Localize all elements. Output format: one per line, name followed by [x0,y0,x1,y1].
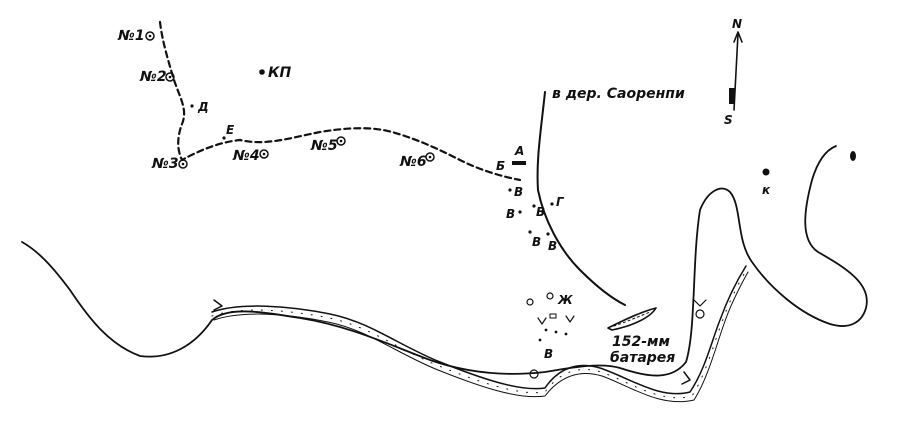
marker-v-dot [532,204,536,208]
marker-k-dot [762,168,770,176]
marker-v-label: В [548,239,557,253]
cluster-marker [526,298,534,306]
cluster-marker [546,292,554,300]
marker-k-label: к [762,183,771,197]
command-post-marker [259,69,265,75]
arrow-east [681,371,691,385]
cluster-symbol [537,317,547,325]
compass-body [729,88,735,104]
marker-v-dot [528,230,532,234]
marker-zh-label: Ж [557,293,573,307]
marker-e-label: Е [226,123,235,137]
railway-ticks [211,268,748,399]
compass-arrow-icon [733,31,743,43]
marker-a-bar [512,161,526,165]
position-label: №3 [151,156,179,172]
riverside-symbol [693,299,707,307]
battery-outline [607,307,657,331]
village-direction-label: в дер. Саоренпи [552,86,685,102]
position-label: №2 [139,69,167,85]
marker-v-dot [546,232,550,236]
position-6: №6 [399,152,435,170]
position-label: №6 [399,154,427,170]
road-to-village [536,91,626,306]
marker-v-label: В [536,205,545,219]
position-4: №4 [232,148,269,164]
dashed-route [158,20,522,182]
river-bank [21,145,868,377]
position-5: №5 [310,136,346,154]
railway-line-inner [213,271,749,403]
position-label: №1 [117,28,145,44]
marker-v-label: В [532,235,541,249]
cluster-symbol [565,315,575,323]
cluster-dot [544,328,548,332]
marker-d-dot [190,104,194,108]
battery-label-line1: 152-мм [612,334,670,350]
marker-v-label: В [544,347,553,361]
marker-b-label: Б [496,159,505,173]
command-post-label: КП [268,65,291,81]
marker-d-label: Д [197,100,209,114]
cluster-dot [538,338,542,342]
marker-e-dot [222,136,226,140]
battery-label-line2: батарея [610,350,675,366]
marker-a-label: А [514,144,524,158]
marker-v-dot [508,188,512,192]
cluster-dot [554,330,558,334]
compass-south-label: S [724,113,733,127]
position-3: №3 [151,156,188,172]
compass: N S [724,17,743,127]
battery-inner-marks [613,311,651,327]
cluster-marker [529,369,539,379]
cluster-dot [564,332,568,336]
railway-line [211,265,747,395]
position-1: №1 [117,28,155,44]
compass-north-label: N [732,17,742,31]
marker-g-label: Г [556,195,565,209]
island-blob [850,151,856,161]
marker-v-dot [518,210,522,214]
marker-g-dot [550,202,554,206]
position-label: №4 [232,148,260,164]
position-label: №5 [310,138,338,154]
riverside-marker [695,309,705,319]
marker-v-label: В [514,185,523,199]
arrow-west [213,299,223,311]
cluster-symbol [549,313,557,319]
position-2: №2 [139,69,175,85]
marker-v-label: В [506,207,515,221]
